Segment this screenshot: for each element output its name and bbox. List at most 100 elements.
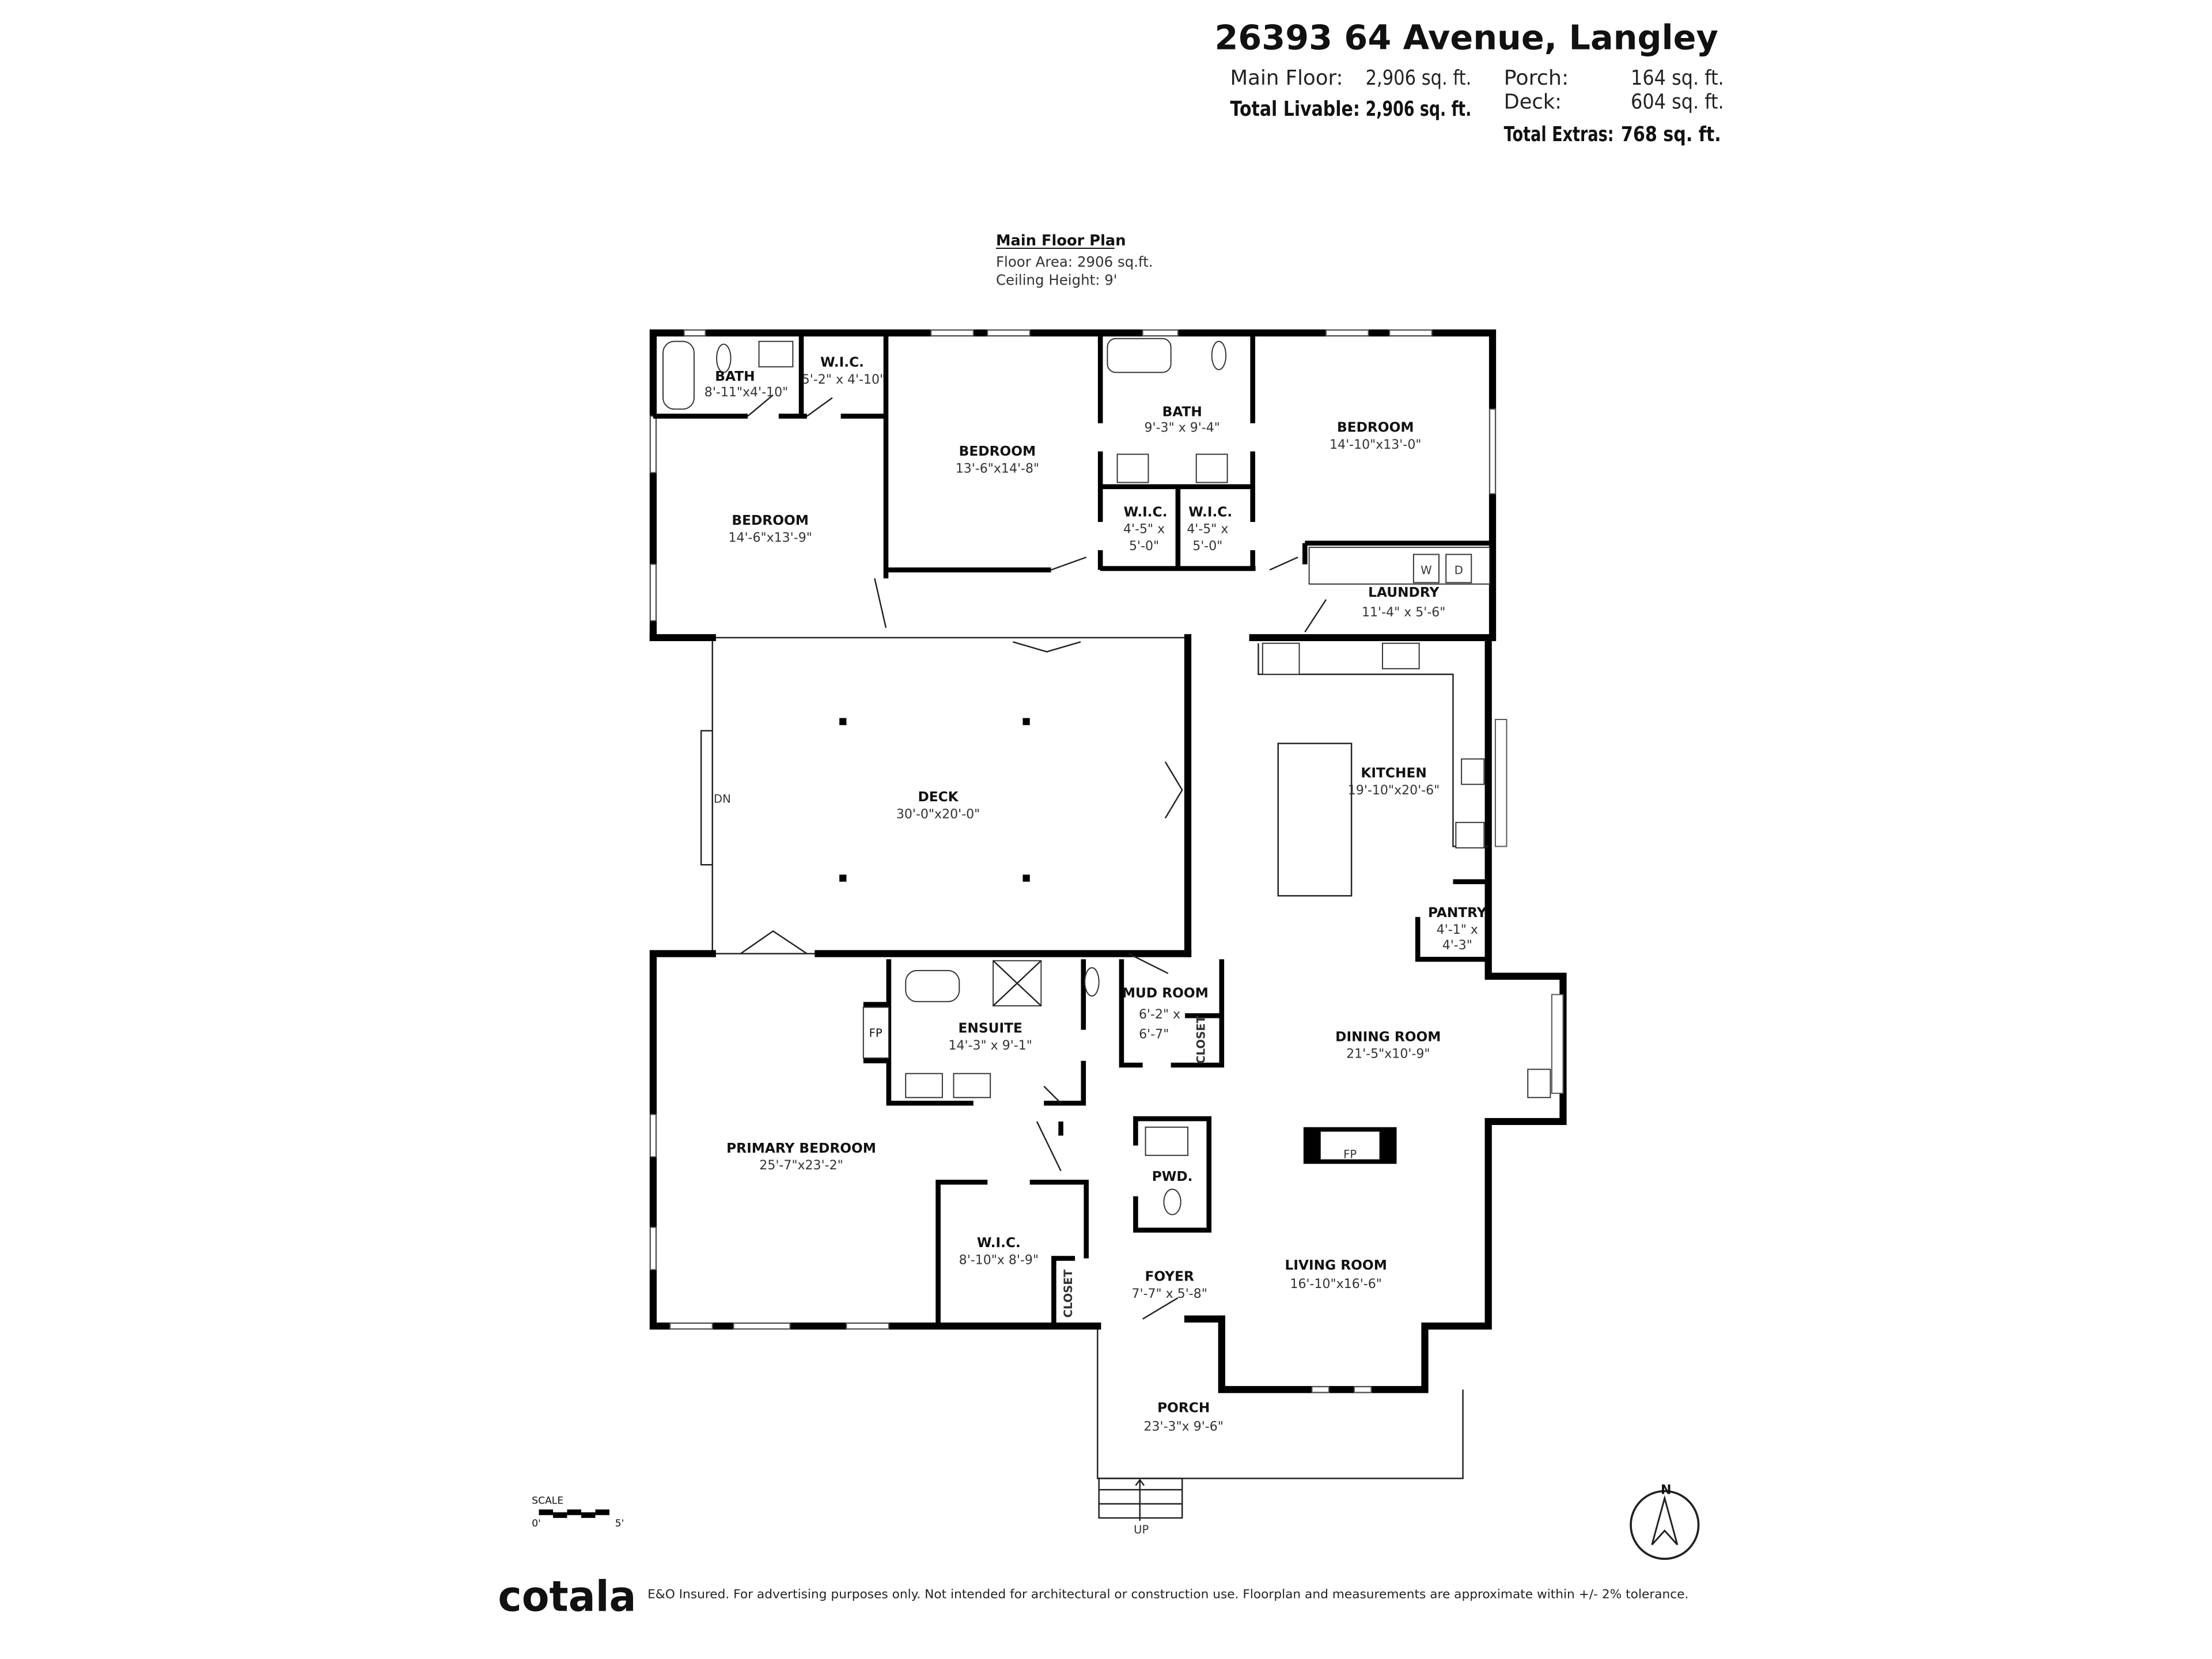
- footer: cotala E&O Insured. For advertising purp…: [498, 1573, 1688, 1622]
- address-title: 26393 64 Avenue, Langley: [1215, 18, 1718, 58]
- svg-text:MUD ROOM: MUD ROOM: [1122, 985, 1209, 1001]
- plan-info: Main Floor Plan Floor Area: 2906 sq.ft. …: [995, 232, 1153, 289]
- closet-label: CLOSET: [1194, 1015, 1207, 1063]
- washer-label: W: [1421, 564, 1431, 577]
- svg-text:W.I.C.: W.I.C.: [1188, 504, 1232, 520]
- total-livable-value: 2,906 sq. ft.: [1366, 97, 1472, 121]
- svg-text:PORCH: PORCH: [1157, 1400, 1210, 1415]
- svg-text:W.I.C.: W.I.C.: [820, 355, 864, 370]
- svg-text:PWD.: PWD.: [1152, 1169, 1193, 1184]
- fireplace-label: FP: [1343, 1148, 1357, 1161]
- room-kitchen: KITCHEN 19'-10"x20'-6": [1348, 765, 1440, 797]
- svg-text:16'-10"x16'-6": 16'-10"x16'-6": [1290, 1277, 1381, 1291]
- svg-text:19'-10"x20'-6": 19'-10"x20'-6": [1348, 783, 1440, 798]
- sink-icon: [1195, 453, 1228, 483]
- bathtub-icon: [905, 969, 960, 1002]
- svg-text:5': 5': [615, 1518, 624, 1529]
- room-primary-bedroom: PRIMARY BEDROOM 25'-7"x23'-2": [726, 1141, 876, 1173]
- plan-title: Main Floor Plan: [996, 232, 1126, 249]
- room-ensuite: ENSUITE 14'-3" x 9'-1": [948, 1021, 1032, 1053]
- room-wic-1: W.I.C. 5'-2" x 4'-10": [802, 355, 885, 387]
- fixtures: W D FP FP: [662, 338, 1551, 1215]
- svg-text:23'-3"x 9'-6": 23'-3"x 9'-6": [1143, 1419, 1223, 1434]
- svg-text:0': 0': [532, 1518, 541, 1529]
- exterior-walls: [649, 329, 1567, 1393]
- svg-text:11'-4" x 5'-6": 11'-4" x 5'-6": [1362, 605, 1445, 620]
- svg-text:5'-0": 5'-0": [1129, 539, 1159, 554]
- fireplace-label: FP: [869, 1027, 882, 1040]
- svg-text:14'-10"x13'-0": 14'-10"x13'-0": [1330, 438, 1421, 452]
- sink-icon: [953, 1073, 991, 1099]
- sink-icon: [1116, 453, 1149, 483]
- svg-text:14'-6"x13'-9": 14'-6"x13'-9": [728, 531, 812, 545]
- svg-text:7'-7" x 5'-8": 7'-7" x 5'-8": [1132, 1287, 1207, 1301]
- stove-icon: [1382, 642, 1420, 669]
- toilet-icon: [716, 343, 732, 373]
- interior-walls: [653, 332, 1493, 1327]
- room-wic-3: W.I.C.4'-5" x5'-0": [1187, 504, 1232, 554]
- dryer-label: D: [1455, 564, 1463, 577]
- svg-text:LIVING ROOM: LIVING ROOM: [1285, 1257, 1387, 1273]
- total-livable-label: Total Livable:: [1230, 97, 1360, 121]
- sink-icon: [905, 1073, 943, 1099]
- disclaimer: E&O Insured. For advertising purposes on…: [647, 1587, 1688, 1601]
- svg-text:14'-3" x 9'-1": 14'-3" x 9'-1": [948, 1039, 1032, 1053]
- deck-down-label: DN: [714, 792, 731, 805]
- svg-text:W.I.C.: W.I.C.: [977, 1235, 1021, 1251]
- porch-label: Porch:: [1504, 66, 1569, 90]
- bathtub-icon: [662, 340, 695, 410]
- header: 26393 64 Avenue, Langley Main Floor: 2,9…: [1215, 18, 1724, 146]
- doors: [740, 394, 1327, 1320]
- room-wic-2: W.I.C.4'-5" x5'-0": [1123, 504, 1168, 554]
- room-powder: PWD.: [1152, 1169, 1193, 1184]
- room-bedroom-1: BEDROOM 14'-6"x13'-9": [728, 513, 812, 545]
- svg-text:SCALE: SCALE: [532, 1495, 563, 1507]
- svg-text:6'-2" x: 6'-2" x: [1139, 1007, 1180, 1022]
- windows: [650, 329, 1564, 1393]
- room-porch: PORCH 23'-3"x 9'-6": [1143, 1400, 1223, 1434]
- svg-text:BEDROOM: BEDROOM: [732, 513, 808, 528]
- washer-icon: [1412, 554, 1440, 584]
- svg-text:9'-3" x 9'-4": 9'-3" x 9'-4": [1145, 421, 1220, 435]
- ceiling-height: Ceiling Height: 9': [996, 272, 1118, 289]
- kitchen-island: [1277, 743, 1353, 897]
- scale-bar: SCALE 0' 5': [532, 1495, 624, 1529]
- svg-text:BEDROOM: BEDROOM: [1337, 419, 1414, 435]
- total-extras-label: Total Extras:: [1504, 123, 1614, 146]
- svg-text:W.I.C.: W.I.C.: [1124, 504, 1168, 520]
- floor-area: Floor Area: 2906 sq.ft.: [996, 253, 1153, 270]
- svg-text:5'-2" x 4'-10": 5'-2" x 4'-10": [802, 373, 885, 387]
- room-bath-2: BATH 9'-3" x 9'-4": [1145, 404, 1220, 435]
- cotala-logo: cotala: [498, 1573, 636, 1622]
- svg-text:BATH: BATH: [1162, 404, 1202, 419]
- closet-label: CLOSET: [1062, 1269, 1075, 1317]
- north-arrow-icon: N: [1630, 1483, 1700, 1560]
- svg-text:25'-7"x23'-2": 25'-7"x23'-2": [759, 1158, 843, 1173]
- svg-text:8'-10"x 8'-9": 8'-10"x 8'-9": [959, 1253, 1039, 1267]
- svg-text:DINING ROOM: DINING ROOM: [1335, 1029, 1441, 1044]
- bathtub-icon: [1107, 338, 1172, 373]
- svg-text:8'-11"x4'-10": 8'-11"x4'-10": [704, 385, 788, 400]
- sink-icon: [758, 340, 794, 368]
- svg-text:KITCHEN: KITCHEN: [1361, 765, 1426, 781]
- svg-text:PRIMARY BEDROOM: PRIMARY BEDROOM: [726, 1141, 876, 1156]
- toilet-icon: [1084, 967, 1100, 997]
- sink-icon: [1527, 1069, 1551, 1099]
- svg-text:6'-7": 6'-7": [1139, 1027, 1169, 1041]
- fridge-icon: [1262, 642, 1300, 675]
- svg-text:13'-6"x14'-8": 13'-6"x14'-8": [956, 461, 1039, 476]
- stairs-up-label: UP: [1134, 1523, 1149, 1536]
- dryer-icon: [1445, 554, 1472, 584]
- main-floor-label: Main Floor:: [1230, 66, 1343, 90]
- svg-text:5'-0": 5'-0": [1192, 539, 1222, 554]
- svg-text:ENSUITE: ENSUITE: [959, 1021, 1022, 1036]
- svg-text:N: N: [1661, 1483, 1671, 1497]
- svg-text:BATH: BATH: [715, 369, 755, 384]
